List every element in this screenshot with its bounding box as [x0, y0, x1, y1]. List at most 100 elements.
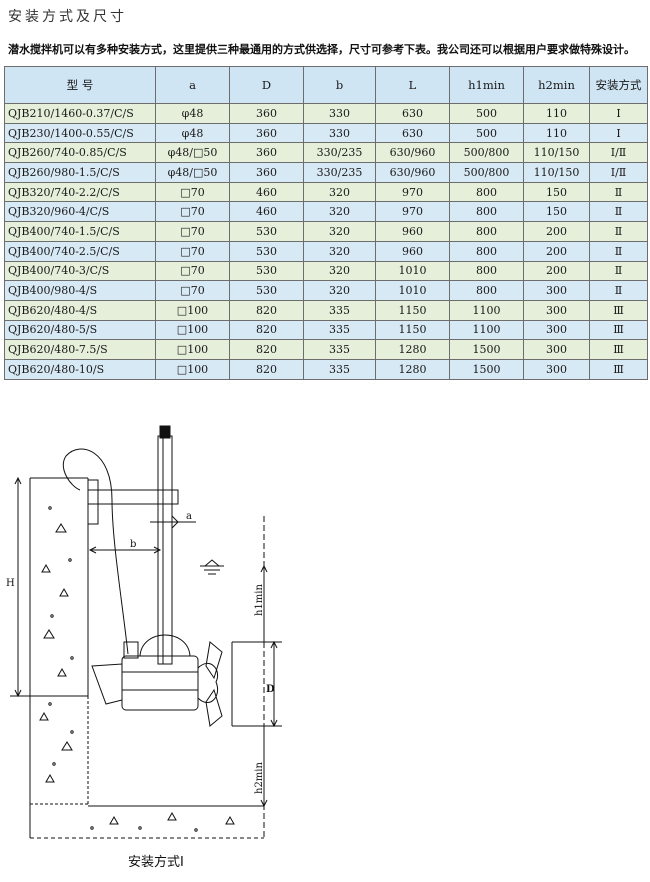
table-cell: 500 [449, 103, 524, 124]
table-cell: Ⅲ [589, 339, 648, 360]
table-cell: 110/150 [523, 162, 590, 183]
table-cell: □70 [155, 240, 230, 262]
model-cell: QJB400/740-2.5/C/S [4, 240, 156, 262]
table-cell: 630/960 [375, 162, 450, 183]
table-cell: □70 [155, 181, 230, 203]
table-cell: Ⅰ [589, 103, 648, 124]
table-cell: Ⅱ [589, 260, 648, 282]
table-cell: 820 [229, 299, 304, 321]
table-cell: 960 [375, 221, 450, 242]
intro-text: 潜水搅拌机可以有多种安装方式，这里提供三种最通用的方式供选择，尺寸可参考下表。我… [8, 43, 635, 56]
table-cell: 530 [229, 280, 304, 301]
table-cell: φ48 [155, 103, 230, 124]
table-cell: φ48/□50 [155, 142, 230, 164]
table-cell: 200 [523, 240, 590, 262]
table-cell: □100 [155, 358, 230, 380]
table-cell: Ⅱ [589, 240, 648, 262]
mixer-hub [197, 662, 218, 704]
table-cell: 335 [303, 299, 376, 321]
table-cell: 335 [303, 339, 376, 360]
dim-label-a: a [186, 511, 192, 522]
table-cell: Ⅱ [589, 181, 648, 203]
table-cell: 320 [303, 181, 376, 203]
table-cell: 360 [229, 162, 304, 183]
column-header: D [229, 66, 304, 104]
table-cell: Ⅰ [589, 122, 648, 144]
table-cell: 110/150 [523, 142, 590, 164]
table-cell: 500/800 [449, 142, 524, 164]
table-cell: 300 [523, 339, 590, 360]
power-cable [62, 448, 129, 655]
dim-label-h2: h2min [254, 762, 265, 794]
diagram-caption: 安装方式Ⅰ [128, 855, 184, 870]
table-cell: 460 [229, 201, 304, 223]
table-cell: 970 [375, 201, 450, 223]
table-cell: Ⅲ [589, 358, 648, 380]
table-cell: Ⅲ [589, 299, 648, 321]
model-cell: QJB620/480-10/S [4, 358, 156, 380]
table-cell: 320 [303, 240, 376, 262]
model-cell: QJB400/740-1.5/C/S [4, 221, 156, 242]
table-cell: 820 [229, 358, 304, 380]
table-cell: 300 [523, 299, 590, 321]
dim-label-b: b [130, 539, 136, 550]
table-cell: 800 [449, 181, 524, 203]
top-bracket [87, 489, 179, 505]
model-cell: QJB400/740-3/C/S [4, 260, 156, 282]
column-header: a [155, 66, 230, 104]
table-cell: 320 [303, 280, 376, 301]
table-cell: 360 [229, 122, 304, 144]
table-cell: 300 [523, 319, 590, 341]
table-cell: Ⅰ/Ⅱ [589, 162, 648, 183]
column-header: 型 号 [4, 66, 156, 104]
table-cell: 150 [523, 201, 590, 223]
table-cell: □70 [155, 260, 230, 282]
dim-label-d: D [266, 684, 275, 695]
table-cell: 1150 [375, 319, 450, 341]
installation-diagram: H a b D h1min h2min [6, 425, 282, 839]
table-cell: 530 [229, 240, 304, 262]
table-cell: 320 [303, 260, 376, 282]
table-cell: 820 [229, 319, 304, 341]
column-header: b [303, 66, 376, 104]
model-cell: QJB620/480-4/S [4, 299, 156, 321]
table-cell: 630/960 [375, 142, 450, 164]
propeller-blade-top [205, 641, 223, 680]
junction-box [123, 641, 139, 659]
wall-mount-plate [87, 479, 99, 525]
table-cell: 330 [303, 103, 376, 124]
table-cell: 1150 [375, 299, 450, 321]
model-cell: QJB620/480-7.5/S [4, 339, 156, 360]
table-cell: 1010 [375, 280, 450, 301]
model-cell: QJB320/740-2.2/C/S [4, 181, 156, 203]
table-cell: 1100 [449, 299, 524, 321]
table-cell: 330/235 [303, 162, 376, 183]
table-cell: Ⅲ [589, 319, 648, 341]
table-cell: 1280 [375, 358, 450, 380]
model-cell: QJB230/1400-0.55/C/S [4, 122, 156, 144]
table-cell: 200 [523, 260, 590, 282]
table-cell: 110 [523, 103, 590, 124]
table-cell: □70 [155, 221, 230, 242]
table-cell: φ48 [155, 122, 230, 144]
table-cell: 530 [229, 260, 304, 282]
table-cell: 800 [449, 260, 524, 282]
guide-bracket [139, 634, 191, 657]
table-cell: 630 [375, 103, 450, 124]
table-cell: φ48/□50 [155, 162, 230, 183]
table-cell: 800 [449, 221, 524, 242]
model-cell: QJB620/480-5/S [4, 319, 156, 341]
table-cell: 360 [229, 142, 304, 164]
table-cell: 1500 [449, 358, 524, 380]
table-cell: 1280 [375, 339, 450, 360]
